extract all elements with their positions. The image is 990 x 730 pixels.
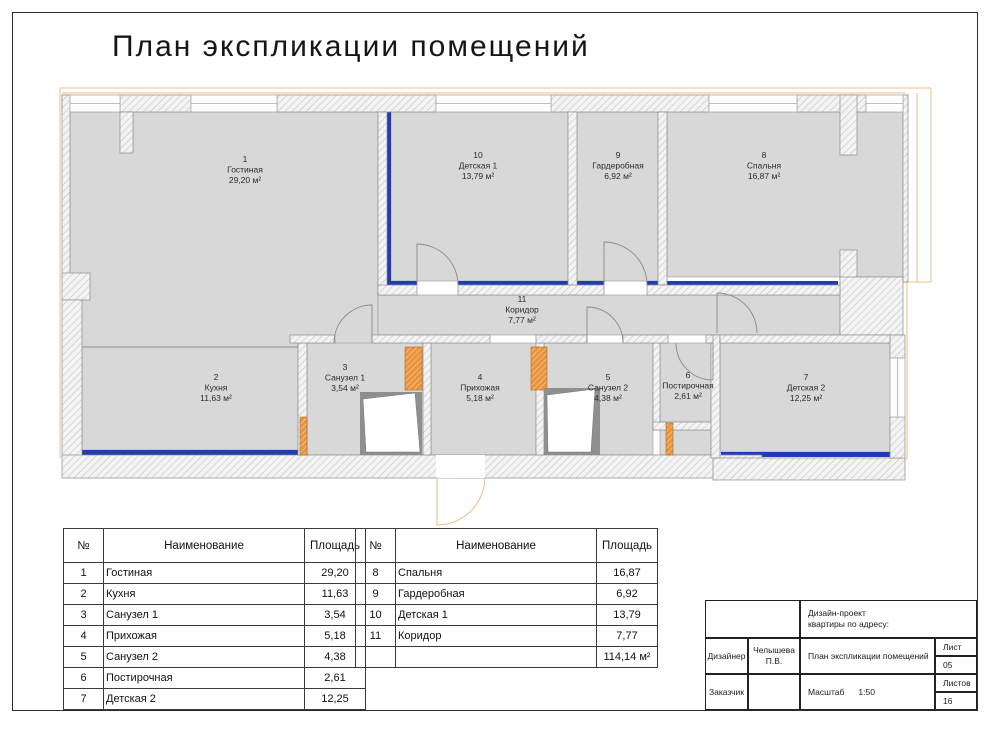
door-arc-child1 <box>416 243 459 286</box>
room-bedroom <box>666 111 904 278</box>
sheet-number-cell: 05 <box>935 656 977 674</box>
vent-shafts <box>299 346 674 456</box>
designer-name-cell: Челышева П.В. <box>748 638 800 674</box>
titleblock-empty-cell <box>705 600 800 638</box>
designer-label-cell: Дизайнер <box>705 638 748 674</box>
door-arc-wc1 <box>333 304 373 344</box>
scale-cell: Масштаб 1:50 <box>800 674 935 710</box>
room-laundry <box>659 342 712 423</box>
page-title: План экспликации помещений <box>112 30 590 63</box>
sheets-label-cell: Листов <box>935 674 977 692</box>
shower-stalls <box>360 388 600 455</box>
facade-lines <box>59 87 932 460</box>
accent-walls-blue <box>82 112 890 457</box>
door-arc-wc2 <box>586 306 624 344</box>
room-child1 <box>390 111 569 282</box>
doors-layer <box>333 241 758 526</box>
room-living <box>69 111 379 348</box>
sheets-count-cell: 16 <box>935 692 977 710</box>
sheet-label-cell: Лист <box>935 638 977 656</box>
client-name-cell <box>748 674 800 710</box>
total-area: 114,14 м² <box>596 646 658 668</box>
windows <box>69 94 906 478</box>
entrance-door-arc <box>436 476 486 526</box>
room-kitchen <box>81 346 299 451</box>
room-wardrobe <box>576 111 659 282</box>
client-label-cell: Заказчик <box>705 674 748 710</box>
room-hall <box>430 342 537 456</box>
door-arc-child2 <box>716 292 758 334</box>
sheet-title-cell: План экспликации помещений <box>800 638 935 674</box>
door-arc-wardrobe <box>603 241 648 286</box>
table-total-row: 114,14 м² <box>355 646 658 668</box>
door-arc-laundry <box>675 342 714 381</box>
drawing-frame <box>12 12 978 711</box>
title-block: Дизайн-проект квартиры по адресу: Дизайн… <box>705 600 977 710</box>
project-name-cell: Дизайн-проект квартиры по адресу: <box>800 600 977 638</box>
